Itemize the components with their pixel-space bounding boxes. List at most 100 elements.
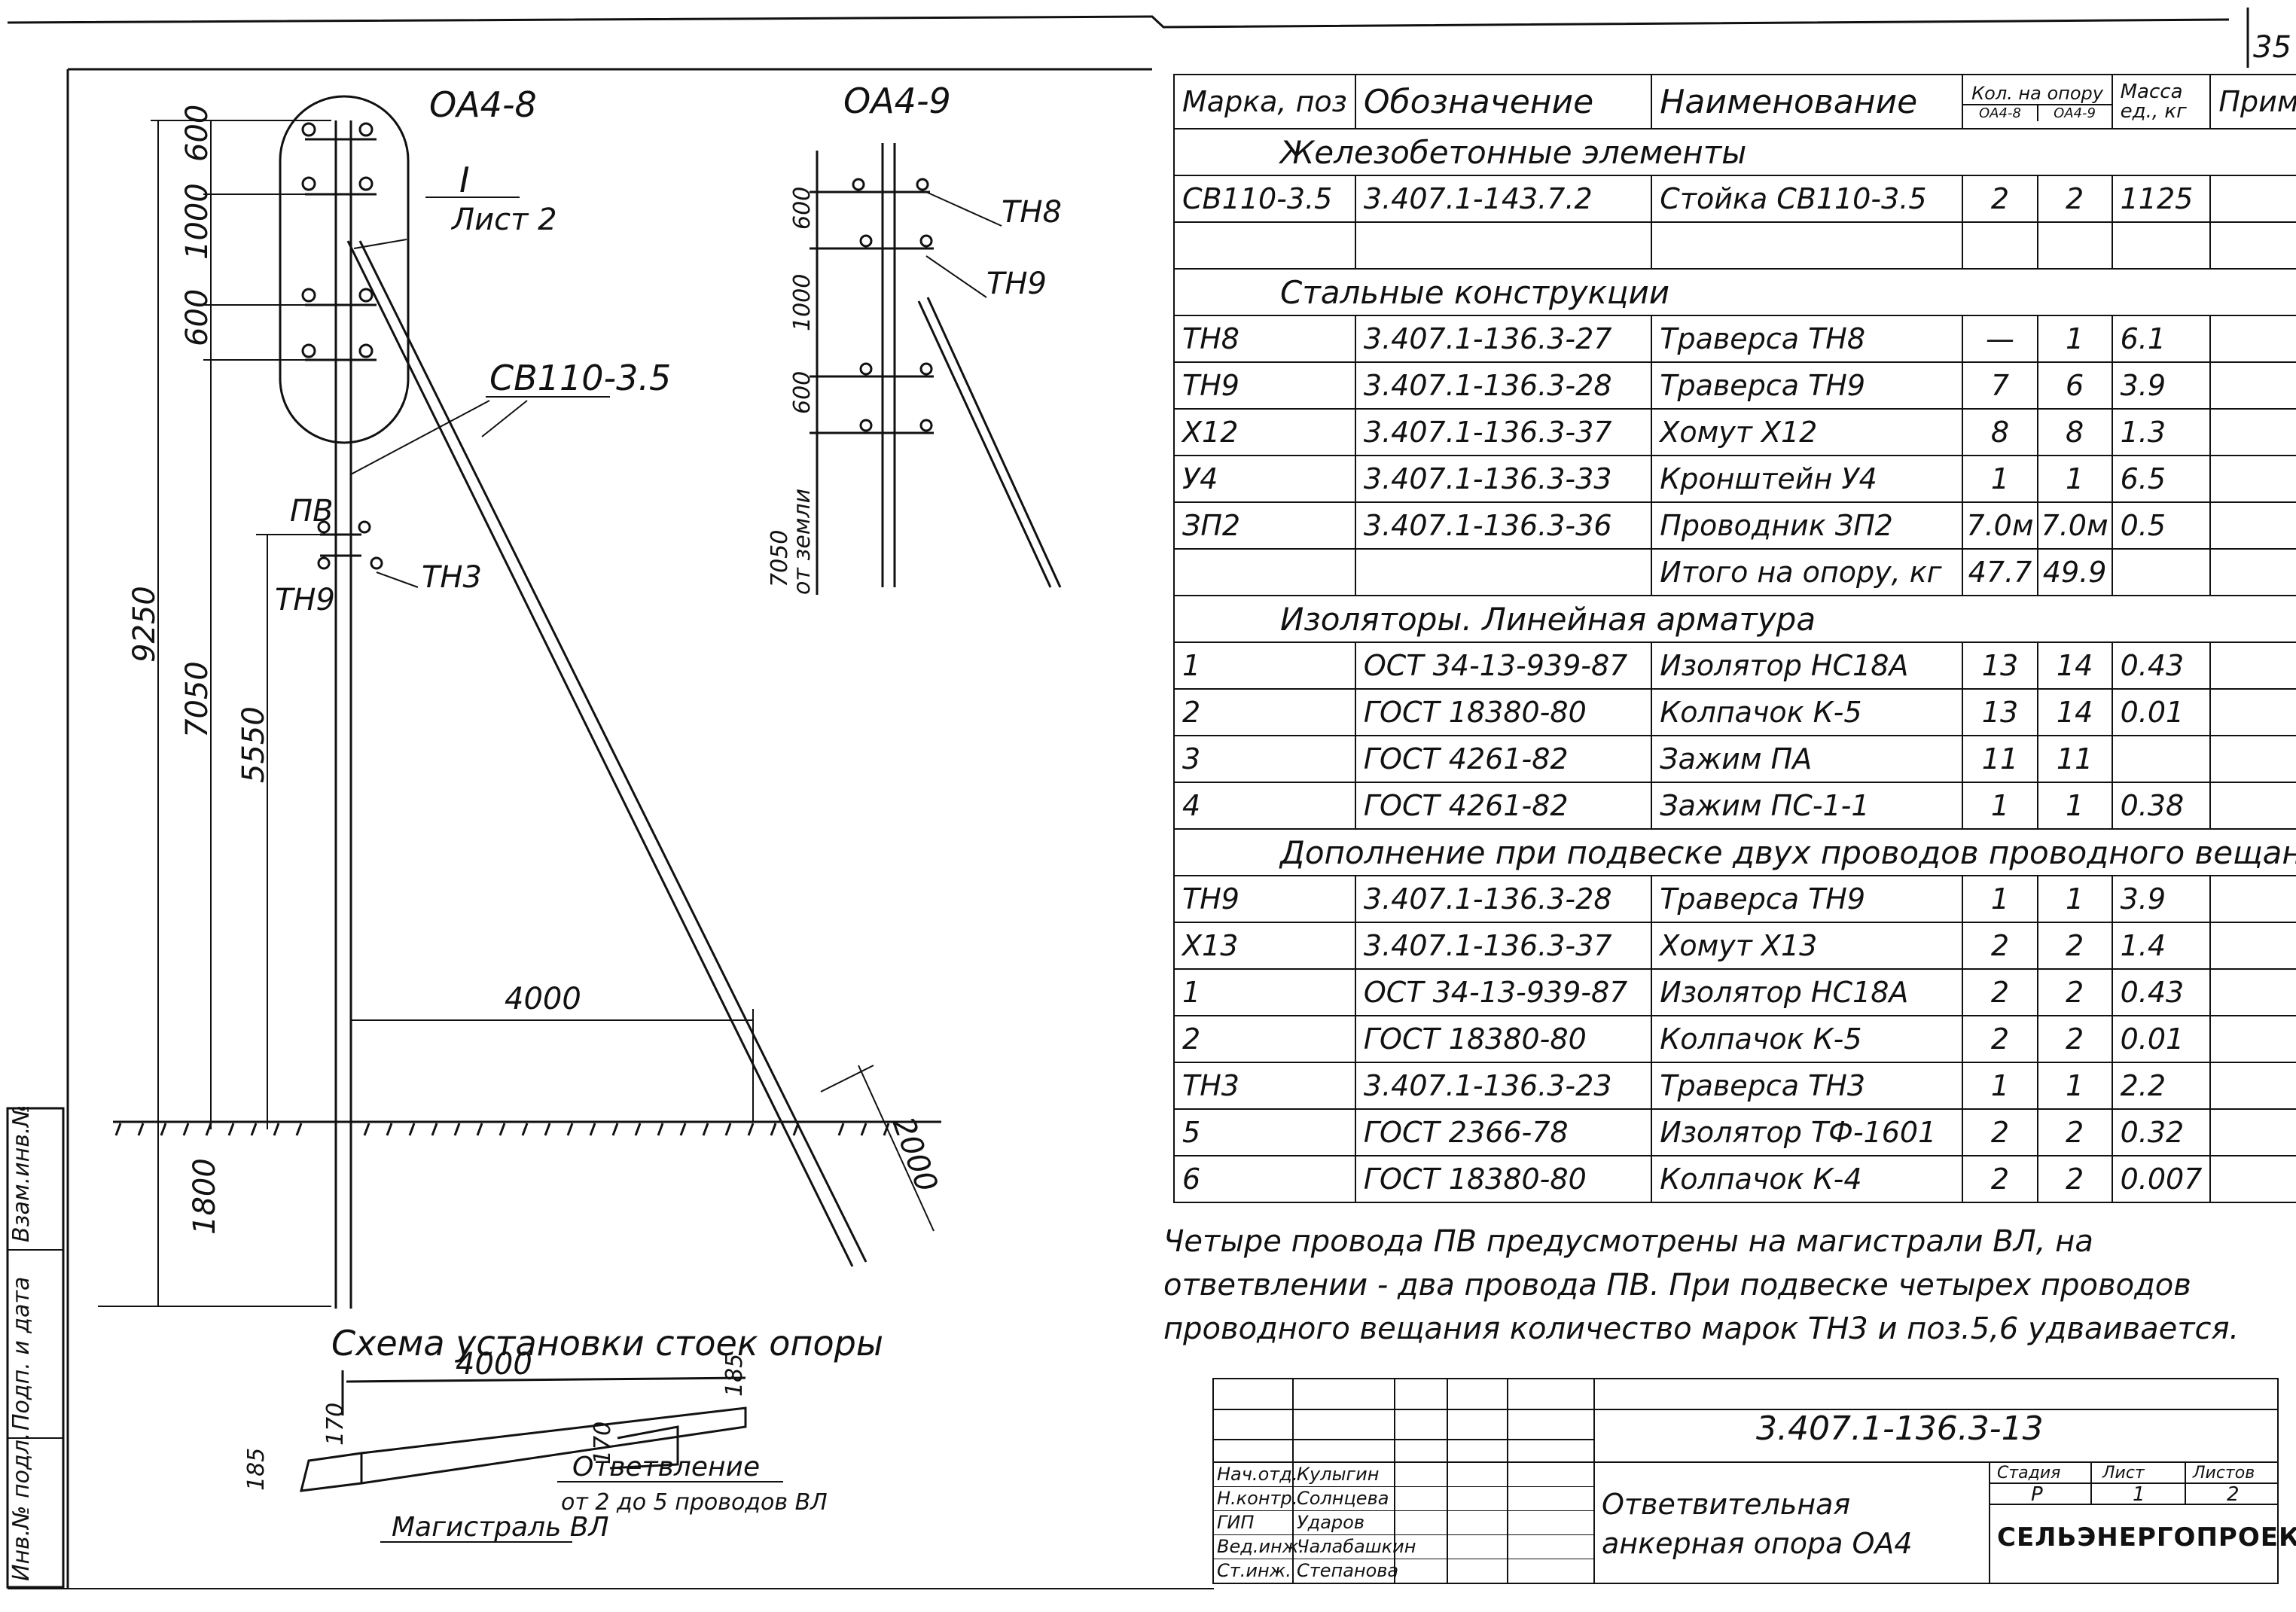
pole-b-label: ОА4-9 — [843, 81, 951, 121]
signature-row: Н.контр.Солнцева — [1214, 1486, 1594, 1511]
table-row — [1173, 221, 2296, 270]
cell-qb: 11 — [2036, 735, 2113, 783]
detail-mark: I — [459, 160, 470, 200]
dim-note: от земли — [789, 489, 816, 595]
cell-name: Траверса ТН3 — [1651, 1062, 1964, 1110]
cell-qb: 2 — [2036, 1155, 2113, 1203]
signature-name: Ударов — [1297, 1512, 1364, 1533]
cell-mass: 2.2 — [2111, 1062, 2212, 1110]
cell-mass: 6.1 — [2111, 315, 2212, 363]
cell-qb: 49.9 — [2036, 548, 2113, 596]
section-title: Изоляторы. Линейная арматура — [1172, 595, 2296, 643]
section-title: Железобетонные элементы — [1172, 128, 2296, 176]
dim-label: 2000 — [886, 1113, 944, 1196]
signature-row: Нач.отд.Кулыгин — [1214, 1462, 1594, 1487]
cell-qb: 14 — [2036, 641, 2113, 690]
stage-value: Р — [2031, 1483, 2043, 1506]
cell-qb: 1 — [2036, 455, 2113, 503]
cell-mark: Х13 — [1173, 922, 1356, 970]
cell-mark: ТН9 — [1173, 361, 1356, 410]
sheet-label: Лист — [2102, 1464, 2145, 1482]
cell-note — [2209, 735, 2296, 783]
cell-qb: 2 — [2036, 968, 2113, 1016]
cell-qb: 2 — [2036, 922, 2113, 970]
ground-line — [113, 1120, 941, 1136]
cell-qb: 14 — [2036, 688, 2113, 736]
dim-label: 4000 — [505, 982, 581, 1016]
cell-note — [2209, 175, 2296, 223]
cell-mass — [2111, 735, 2212, 783]
cell-qa: 1 — [1962, 782, 2038, 830]
dim-label: 1800 — [188, 1158, 222, 1235]
col-mark: Марка, поз — [1173, 74, 1356, 130]
cell-designation: ГОСТ 18380-80 — [1354, 1015, 1653, 1063]
signature-name: Степанова — [1297, 1560, 1399, 1581]
cell-qa: 1 — [1962, 875, 2038, 923]
pole-a-label: ОА4-8 — [429, 84, 537, 125]
col-designation: Обозначение — [1354, 74, 1653, 130]
sheets-value: 2 — [2227, 1483, 2240, 1506]
cell-qa: 13 — [1962, 688, 2038, 736]
cell-mark — [1173, 548, 1356, 596]
cell-qa: 11 — [1962, 735, 2038, 783]
col-qty-label: Кол. на опору — [1971, 82, 2103, 104]
signature-name: Чалабашкин — [1297, 1536, 1416, 1557]
signature-role: Ст.инж. — [1217, 1560, 1291, 1581]
cell-mark: 4 — [1173, 782, 1356, 830]
signature-name: Кулыгин — [1297, 1464, 1380, 1485]
cell-note — [2209, 501, 2296, 550]
cell-mass: 6.5 — [2111, 455, 2212, 503]
cell-note — [2209, 221, 2296, 270]
cell-mark: ТН8 — [1173, 315, 1356, 363]
page-number: 35 — [2253, 30, 2291, 65]
cell-designation: 3.407.1-136.3-36 — [1354, 501, 1653, 550]
cell-name: Колпачок К-5 — [1651, 688, 1964, 736]
dim-label: 600 — [180, 105, 215, 162]
cell-note — [2209, 361, 2296, 410]
cell-name: Кронштейн У4 — [1651, 455, 1964, 503]
cell-mass: 1125 — [2111, 175, 2212, 223]
cell-designation: 3.407.1-136.3-37 — [1354, 408, 1653, 456]
side-label: Взам.инв.№ — [8, 1107, 35, 1242]
cell-name: Траверса ТН8 — [1651, 315, 1964, 363]
cell-note — [2209, 641, 2296, 690]
cell-mark: СВ110-3.5 — [1173, 175, 1356, 223]
cell-qa: 8 — [1962, 408, 2038, 456]
cell-name: Колпачок К-4 — [1651, 1155, 1964, 1203]
pv-label: ПВ — [290, 494, 334, 529]
cell-designation: ГОСТ 18380-80 — [1354, 688, 1653, 736]
cell-mark: 1 — [1173, 968, 1356, 1016]
cell-name: Стойка СВ110-3.5 — [1651, 175, 1964, 223]
section-title: Дополнение при подвеске двух проводов пр… — [1172, 828, 2296, 876]
cell-mass: 3.9 — [2111, 361, 2212, 410]
scheme-dim-170: 170 — [322, 1403, 349, 1446]
dim-label: 600 — [789, 371, 816, 414]
col-qty-a: ОА4-8 — [1963, 105, 2038, 121]
col-qty-sub: ОА4-8 ОА4-9 — [1963, 103, 2112, 121]
signature-row: Ст.инж. Степанова — [1214, 1559, 1594, 1583]
cell-mass: 0.007 — [2111, 1155, 2212, 1203]
cell-qb: 2 — [2036, 175, 2113, 223]
cell-mass: 0.01 — [2111, 1015, 2212, 1063]
cell-qb: 1 — [2036, 875, 2113, 923]
signature-role: Вед.инж. — [1217, 1536, 1304, 1557]
cell-designation: 3.407.1-136.3-28 — [1354, 875, 1653, 923]
dim-label: 600 — [789, 187, 816, 230]
dim-label: 600 — [180, 289, 215, 346]
cell-mark: 5 — [1173, 1108, 1356, 1156]
cell-mark — [1173, 221, 1356, 270]
cell-mark: 6 — [1173, 1155, 1356, 1203]
dimension-lines — [98, 120, 935, 1307]
cell-name: Итого на опору, кг — [1651, 548, 1964, 596]
stage-label: Стадия — [1997, 1464, 2061, 1482]
col-name: Наименование — [1651, 74, 1964, 130]
cell-qa: 2 — [1962, 1015, 2038, 1063]
cell-mark: 1 — [1173, 641, 1356, 690]
